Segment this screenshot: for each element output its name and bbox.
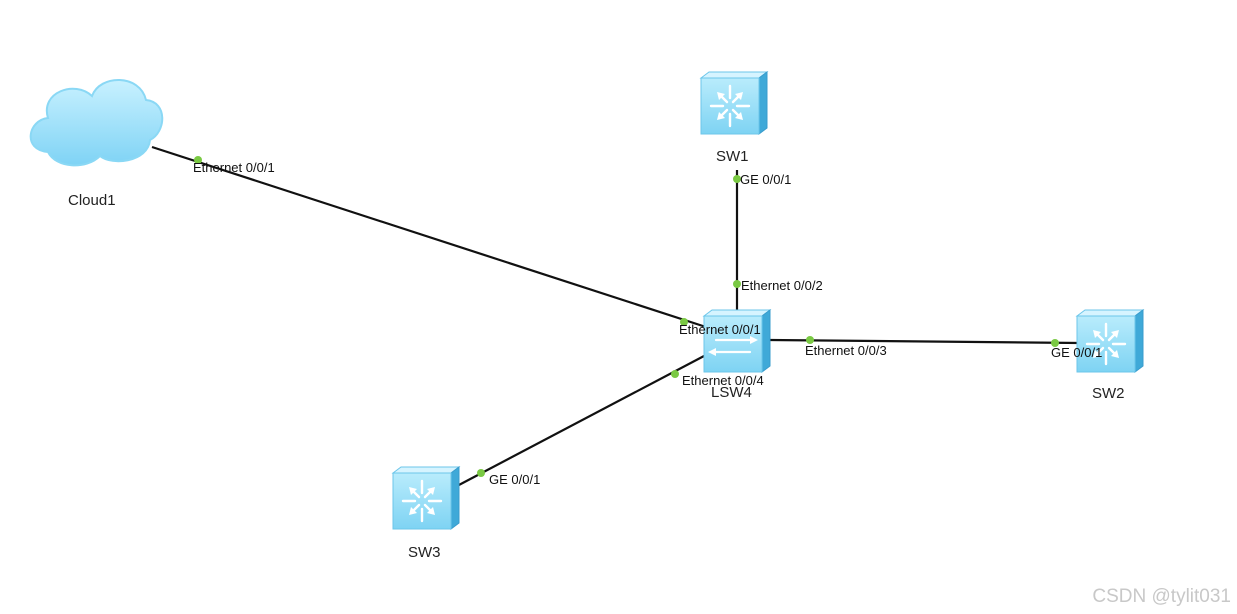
link-cloud1-lsw4[interactable]	[151, 145, 707, 329]
lsw4-port1-label: Ethernet 0/0/1	[679, 322, 761, 337]
port-dot[interactable]	[733, 280, 741, 288]
port-dot[interactable]	[1051, 339, 1059, 347]
sw1-label: SW1	[716, 148, 749, 165]
sw2-port-label: GE 0/0/1	[1051, 345, 1103, 360]
link-lsw4-sw2[interactable]	[769, 338, 1081, 345]
sw3-switch-icon[interactable]	[391, 465, 461, 531]
cloud1-port-label: Ethernet 0/0/1	[193, 160, 275, 175]
sw2-label: SW2	[1092, 385, 1125, 402]
port-dots	[194, 156, 1059, 477]
link-lsw4-sw3[interactable]	[456, 355, 705, 487]
sw1-switch-icon[interactable]	[699, 70, 769, 136]
sw1-port-label: GE 0/0/1	[740, 172, 792, 187]
port-dot[interactable]	[194, 156, 202, 164]
links	[151, 145, 1081, 487]
lsw4-port3-label: Ethernet 0/0/3	[805, 343, 887, 358]
sw3-label: SW3	[408, 544, 441, 561]
port-dot[interactable]	[733, 175, 741, 183]
lsw4-label: LSW4	[711, 384, 752, 401]
port-dot[interactable]	[671, 370, 679, 378]
watermark: CSDN @tylit031	[1092, 586, 1231, 607]
sw2-switch-icon[interactable]	[1075, 308, 1145, 374]
cloud-icon[interactable]	[29, 79, 164, 167]
lsw4-port4-label: Ethernet 0/0/4	[682, 373, 764, 388]
port-dot[interactable]	[680, 318, 688, 326]
lsw4-switch-icon[interactable]	[702, 309, 772, 373]
port-dot[interactable]	[477, 469, 485, 477]
sw3-port-label: GE 0/0/1	[489, 472, 541, 487]
port-dot[interactable]	[806, 336, 814, 344]
cloud1-label: Cloud1	[68, 192, 116, 209]
lsw4-port2-label: Ethernet 0/0/2	[741, 278, 823, 293]
